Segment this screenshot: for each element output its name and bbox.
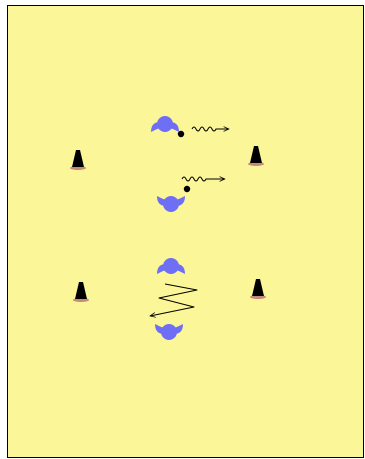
practice-field bbox=[7, 5, 364, 458]
